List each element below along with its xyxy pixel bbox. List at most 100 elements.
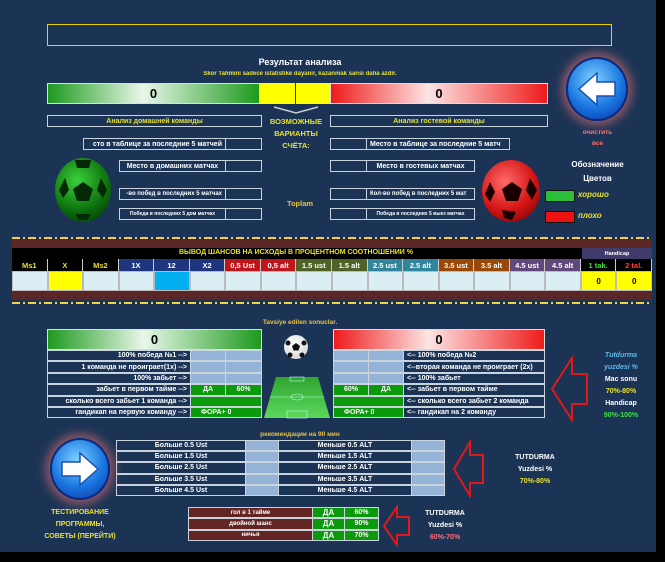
under-value[interactable] — [411, 451, 445, 463]
odds-value-cell[interactable] — [260, 271, 297, 291]
odds-value-cell[interactable] — [545, 271, 581, 291]
over-value[interactable] — [245, 462, 279, 474]
side-line: 70%-80% — [519, 478, 551, 485]
legend-title-line: Обозначение — [571, 160, 624, 169]
home-row-label: Место в домашних матчах — [119, 160, 226, 172]
recommend-title: Tavsiye edilen sonuclar. — [262, 319, 338, 326]
away-row-value[interactable] — [330, 208, 367, 220]
home-recommend-value[interactable] — [190, 395, 262, 407]
odds-value-cell[interactable] — [225, 271, 261, 291]
home-recommend-value[interactable] — [190, 372, 226, 385]
home-recommend-value[interactable]: ДА — [190, 384, 226, 396]
side-line: yuzdesi % — [604, 364, 638, 371]
away-recommend-score: 0 — [333, 329, 545, 350]
odds-title-row — [12, 248, 582, 259]
over-value[interactable] — [245, 440, 279, 452]
away-row-label: Кол-во побед в последних 5 мат — [366, 188, 475, 200]
away-recommend-label: <-- забьет в первом тайме — [403, 384, 545, 396]
away-recommend-value[interactable] — [368, 350, 404, 362]
home-recommend-value[interactable] — [190, 350, 226, 362]
extra-yes[interactable]: ДА — [312, 529, 345, 541]
odds-value-cell[interactable] — [47, 271, 84, 291]
extra-yes[interactable]: ДА — [312, 518, 345, 530]
home-row-value[interactable] — [225, 138, 262, 150]
legend-bad-label: плохо — [578, 211, 602, 220]
away-recommend-value[interactable]: ДА — [368, 384, 404, 396]
odds-value-cell[interactable] — [154, 271, 190, 291]
odds-value-cell[interactable] — [296, 271, 332, 291]
under-value[interactable] — [411, 462, 445, 474]
odds-col-header: 1.5 ust — [296, 259, 332, 271]
odds-value-cell[interactable] — [367, 271, 404, 291]
home-recommend-label: 100% забьет --> — [47, 372, 191, 385]
home-row-value[interactable] — [225, 188, 262, 200]
away-row-label: Место в таблице за последние 5 матч — [366, 138, 510, 150]
clear-label-line: все — [591, 140, 604, 147]
away-recommend-value[interactable] — [333, 395, 404, 407]
away-recommend-value[interactable]: ФОРА+ 0 — [333, 407, 404, 419]
home-row-value[interactable] — [225, 208, 262, 220]
over-value[interactable] — [245, 451, 279, 463]
analysis-subtitle: Skor Tahmini sadece istatistike dayanir,… — [203, 71, 397, 77]
home-recommend-label: забьет в первом тайме --> — [47, 384, 191, 396]
odds-value-cell[interactable]: 0 — [616, 271, 652, 291]
score-cell-home[interactable] — [260, 83, 296, 104]
away-row-value[interactable] — [330, 188, 367, 200]
away-row-value[interactable] — [330, 160, 367, 172]
odds-value-cell[interactable] — [118, 271, 155, 291]
home-recommend-value[interactable] — [225, 361, 262, 373]
home-recommend-value[interactable] — [225, 350, 262, 362]
away-recommend-value[interactable] — [368, 372, 404, 385]
over-value[interactable] — [245, 484, 279, 496]
clear-all-button[interactable] — [566, 57, 628, 121]
extra-pct[interactable]: 70% — [344, 529, 379, 541]
odds-value-cell[interactable] — [83, 271, 119, 291]
odds-col-header: 0,5 Ust — [225, 259, 261, 271]
under-value[interactable] — [411, 440, 445, 452]
test-label-line: ПРОГРАММЫ, — [55, 521, 105, 528]
away-recommend-label: <-- 100% победа №2 — [403, 350, 545, 362]
home-row-label: Победа в последних 5 дом матчах — [119, 208, 226, 220]
odds-value-cell[interactable] — [332, 271, 368, 291]
odds-col-header: Ms1 — [12, 259, 48, 271]
home-analysis-header: Анализ домашней команды — [47, 115, 262, 127]
odds-value-cell[interactable] — [474, 271, 510, 291]
under-value[interactable] — [411, 484, 445, 496]
odds-value-cell[interactable] — [438, 271, 475, 291]
home-recommend-value[interactable]: ФОРА+ 0 — [190, 407, 262, 419]
away-row-value[interactable] — [330, 138, 367, 150]
extra-yes[interactable]: ДА — [312, 507, 345, 519]
odds-title: ВЫВОД ШАНСОВ НА ИСХОДЫ В ПРОЦЕНТНОМ СООТ… — [178, 249, 414, 256]
over-value[interactable] — [245, 473, 279, 485]
home-recommend-value[interactable] — [225, 372, 262, 385]
home-recommend-value[interactable] — [190, 361, 226, 373]
away-recommend-value[interactable] — [333, 350, 369, 362]
handicap-header: Handicap — [582, 248, 652, 259]
away-recommend-value[interactable] — [333, 372, 369, 385]
away-recommend-value[interactable] — [333, 361, 369, 373]
home-row-label: -во побед в последних 5 матчах — [119, 188, 226, 200]
odds-value-cell[interactable] — [189, 271, 226, 291]
home-row-value[interactable] — [225, 160, 262, 172]
extra-pct[interactable]: 90% — [344, 518, 379, 530]
extra-pct[interactable]: 60% — [344, 507, 379, 519]
test-program-button[interactable] — [50, 438, 110, 500]
top-input[interactable] — [47, 24, 612, 46]
arrow-left-outline-icon — [550, 356, 588, 422]
away-recommend-value[interactable] — [368, 361, 404, 373]
odds-col-header: 2.5 alt — [403, 259, 439, 271]
arrow-left-icon — [577, 71, 616, 107]
home-recommend-value[interactable]: 60% — [225, 384, 262, 396]
test-label-line: ТЕСТИРОВАНИЕ — [51, 509, 109, 516]
odds-col-header: 4.5 ust — [509, 259, 546, 271]
odds-value-cell[interactable] — [12, 271, 48, 291]
over-label: Больше 2.5 Ust — [116, 462, 246, 474]
away-recommend-value[interactable]: 60% — [333, 384, 369, 396]
odds-value-cell[interactable] — [509, 271, 546, 291]
score-cell-away[interactable] — [296, 83, 330, 104]
odds-value-cell[interactable]: 0 — [580, 271, 617, 291]
odds-value-cell[interactable] — [403, 271, 439, 291]
under-value[interactable] — [411, 473, 445, 485]
